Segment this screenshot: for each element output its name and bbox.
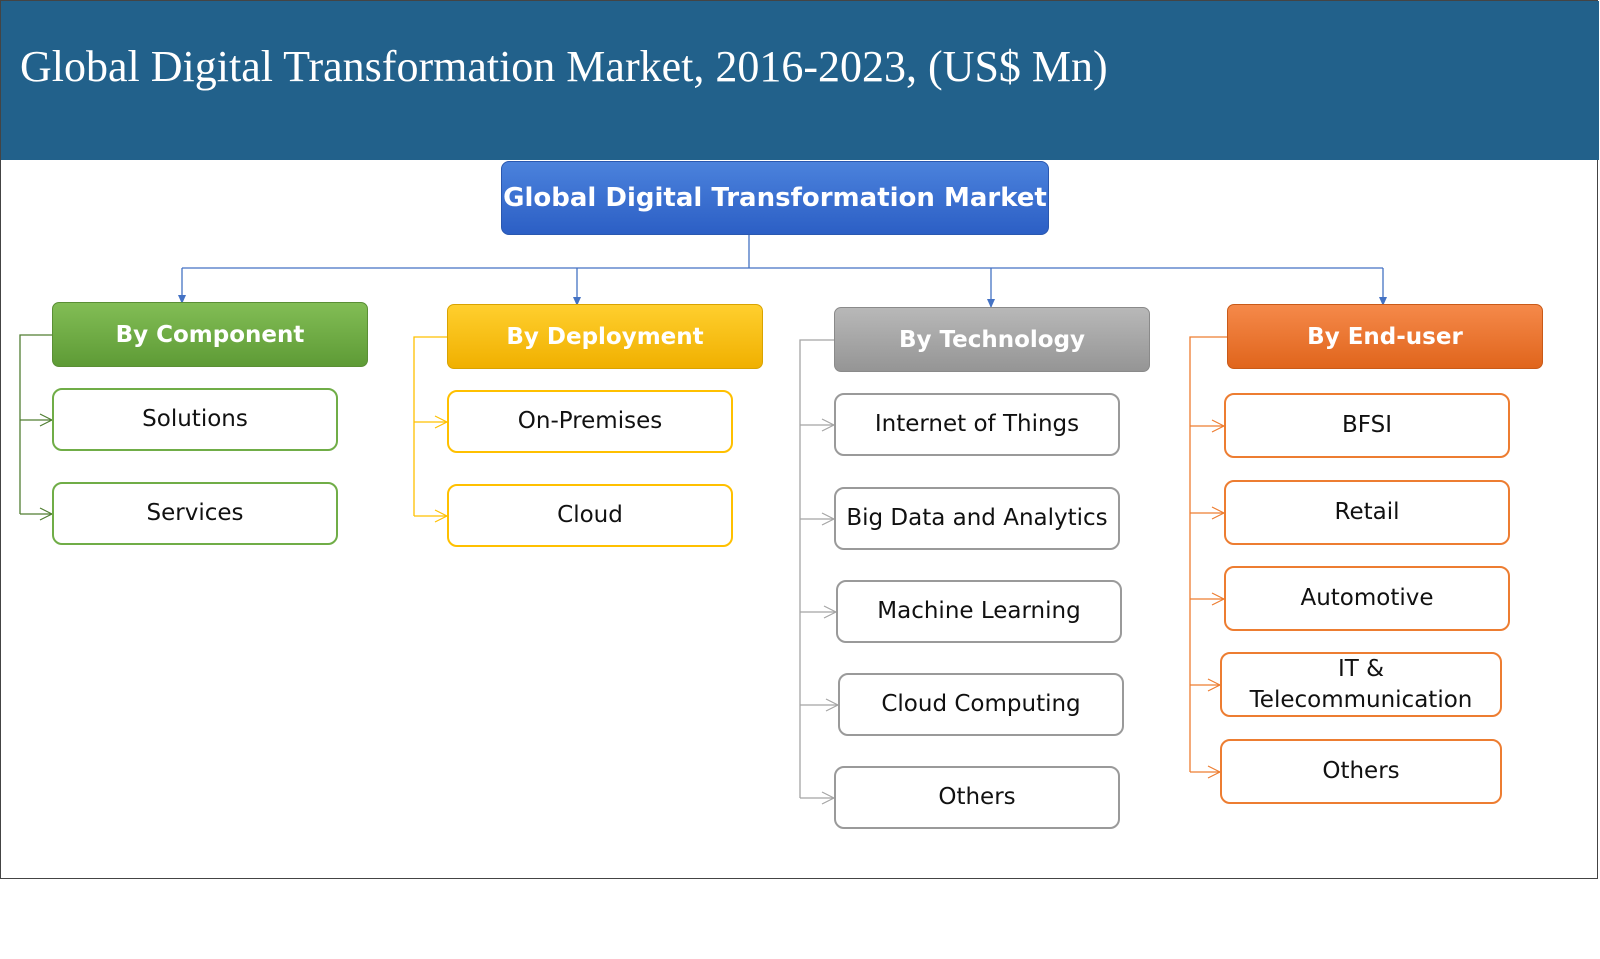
leaf-bfsi: BFSI bbox=[1224, 393, 1510, 458]
leaf-retail: Retail bbox=[1224, 480, 1510, 545]
leaf-cloud-computing: Cloud Computing bbox=[838, 673, 1124, 736]
root-node: Global Digital Transformation Market bbox=[501, 161, 1049, 235]
category-component: By Component bbox=[52, 302, 368, 367]
leaf-machine-learning: Machine Learning bbox=[836, 580, 1122, 643]
category-deployment: By Deployment bbox=[447, 304, 763, 369]
title-banner: Global Digital Transformation Market, 20… bbox=[1, 1, 1599, 160]
leaf-it-telecommunication: IT & Telecommunication bbox=[1220, 652, 1502, 717]
page-title: Global Digital Transformation Market, 20… bbox=[20, 42, 1108, 91]
leaf-services: Services bbox=[52, 482, 338, 545]
leaf-internet-of-things: Internet of Things bbox=[834, 393, 1120, 456]
leaf-cloud: Cloud bbox=[447, 484, 733, 547]
leaf-on-premises: On-Premises bbox=[447, 390, 733, 453]
leaf-solutions: Solutions bbox=[52, 388, 338, 451]
leaf-others-technology: Others bbox=[834, 766, 1120, 829]
diagram-frame bbox=[0, 0, 1598, 879]
category-technology: By Technology bbox=[834, 307, 1150, 372]
leaf-others-end-user: Others bbox=[1220, 739, 1502, 804]
category-end-user: By End-user bbox=[1227, 304, 1543, 369]
leaf-big-data-analytics: Big Data and Analytics bbox=[834, 487, 1120, 550]
leaf-automotive: Automotive bbox=[1224, 566, 1510, 631]
